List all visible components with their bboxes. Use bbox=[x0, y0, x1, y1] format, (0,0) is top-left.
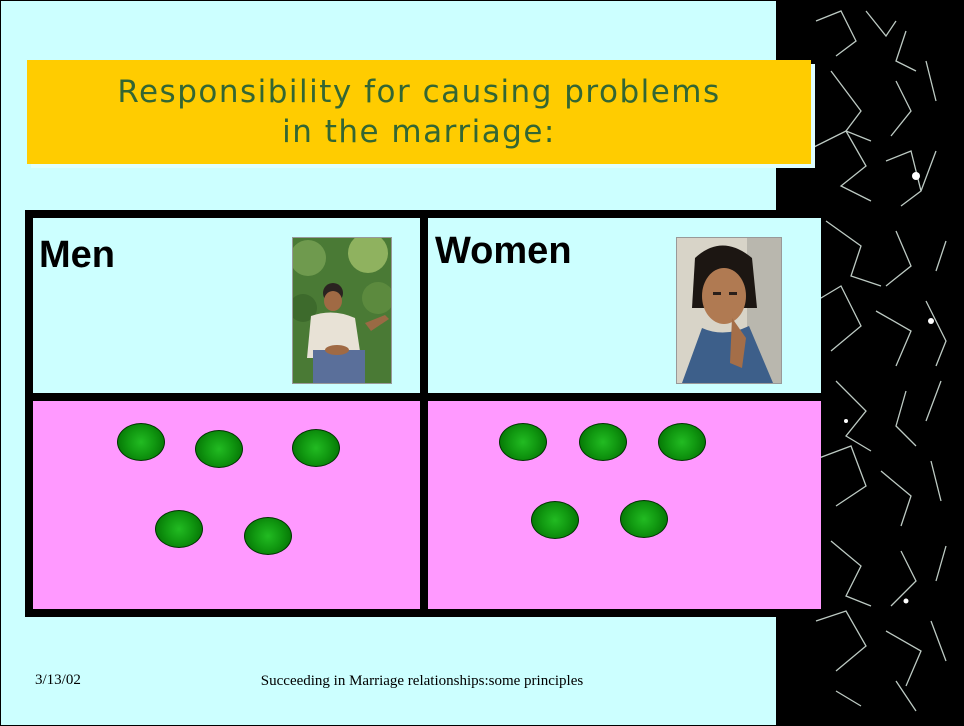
dot-marker bbox=[117, 423, 165, 461]
dot-marker bbox=[531, 501, 579, 539]
man-photo bbox=[292, 237, 392, 384]
men-dots-cell bbox=[33, 401, 420, 609]
slide-title: Responsibility for causing problems in t… bbox=[117, 74, 721, 150]
dot-marker bbox=[155, 510, 203, 548]
dot-marker bbox=[292, 429, 340, 467]
footer-text: Succeeding in Marriage relationships:som… bbox=[260, 673, 584, 689]
comparison-grid: Men Women bbox=[25, 210, 821, 617]
women-label: Women bbox=[435, 230, 572, 272]
women-dots-cell bbox=[428, 401, 821, 609]
footer-date: 3/13/02 bbox=[35, 672, 81, 688]
dot-marker bbox=[620, 500, 668, 538]
woman-photo bbox=[676, 237, 782, 384]
scratch-texture bbox=[805, 10, 947, 712]
dot-marker bbox=[195, 430, 243, 468]
men-header-cell: Men bbox=[33, 218, 420, 393]
dot-marker bbox=[499, 423, 547, 461]
dot-marker bbox=[244, 517, 292, 555]
dot-marker bbox=[658, 423, 706, 461]
dot-marker bbox=[579, 423, 627, 461]
men-label: Men bbox=[39, 234, 115, 276]
title-box: Responsibility for causing problems in t… bbox=[27, 60, 811, 164]
women-header-cell: Women bbox=[428, 218, 821, 393]
